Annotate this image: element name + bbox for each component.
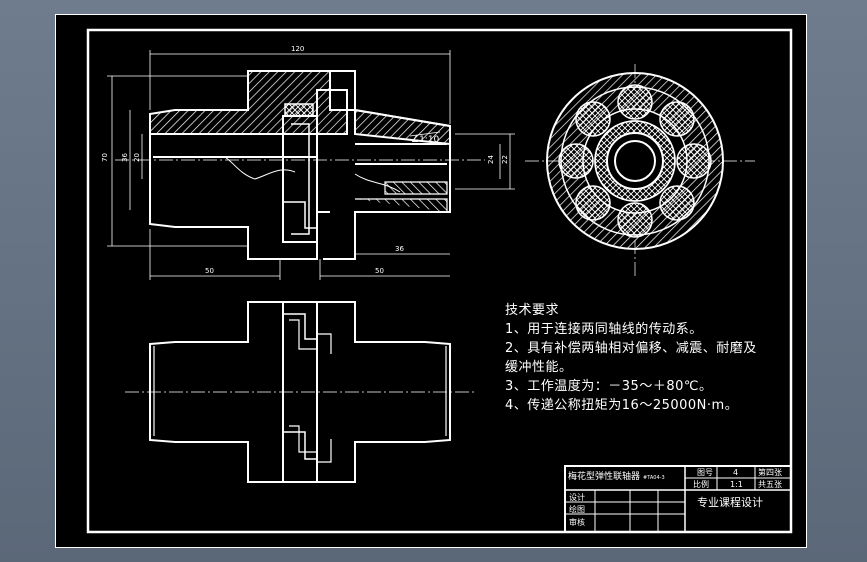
dimension-texts: 120 50 50 36 70 36 20 24 22 ∠1:10	[101, 45, 509, 275]
title-block-text: 梅花型弹性联轴器 #TA04-3 图号 4 第四张 比例 1:1 共五张 设计 …	[568, 467, 782, 527]
technical-requirements: 技术要求 1、用于连接两同轴线的传动系。 2、具有补偿两轴相对偏移、减震、耐磨及…	[505, 301, 757, 415]
drawing-no-label: 图号	[697, 468, 713, 477]
outside-view	[125, 301, 475, 483]
dim-left-half: 50	[205, 267, 214, 275]
part-code: #TA04-3	[643, 475, 665, 481]
tech-line-2-cont: 缓冲性能。	[505, 360, 573, 375]
dim-right-half: 50	[375, 267, 384, 275]
design-label: 设计	[569, 492, 585, 502]
dimension-lines	[107, 50, 515, 280]
cad-drawing: 120 50 50 36 70 36 20 24 22 ∠1:10	[55, 14, 807, 548]
review-label: 审核	[569, 517, 585, 527]
tech-title: 技术要求	[505, 303, 560, 318]
title-block	[564, 465, 792, 533]
course-title: 专业课程设计	[697, 495, 763, 509]
tech-line-4: 4、传递公称扭矩为16～25000N·m。	[505, 398, 739, 413]
drawing-no: 4	[733, 468, 738, 477]
scale-label: 比例	[693, 479, 709, 489]
inner-frame	[86, 28, 793, 534]
total-sheets: 共五张	[758, 480, 782, 489]
section-view	[115, 70, 485, 260]
drawing-sheet: 120 50 50 36 70 36 20 24 22 ∠1:10	[55, 14, 807, 548]
dim-hub-left: 36	[121, 153, 129, 162]
dim-bore-left: 20	[133, 153, 141, 162]
dim-outer-dia: 70	[101, 153, 109, 162]
part-name: 梅花型弹性联轴器	[568, 470, 640, 482]
outer-frame	[55, 14, 807, 548]
dim-hub-right: 24	[487, 155, 495, 164]
sheet-no: 第四张	[758, 467, 782, 477]
dim-taper: ∠1:10	[411, 135, 440, 145]
scale-value: 1:1	[730, 480, 743, 489]
tech-line-2: 2、具有补偿两轴相对偏移、减震、耐磨及	[505, 341, 757, 356]
tech-line-1: 1、用于连接两同轴线的传动系。	[505, 322, 703, 337]
dim-overall: 120	[291, 45, 304, 53]
draw-label: 绘图	[569, 504, 585, 514]
dim-bore-right: 22	[501, 155, 509, 164]
end-view	[525, 64, 755, 279]
dim-bore-depth: 36	[395, 245, 404, 253]
tech-line-3: 3、工作温度为：－35～＋80℃。	[505, 379, 713, 394]
